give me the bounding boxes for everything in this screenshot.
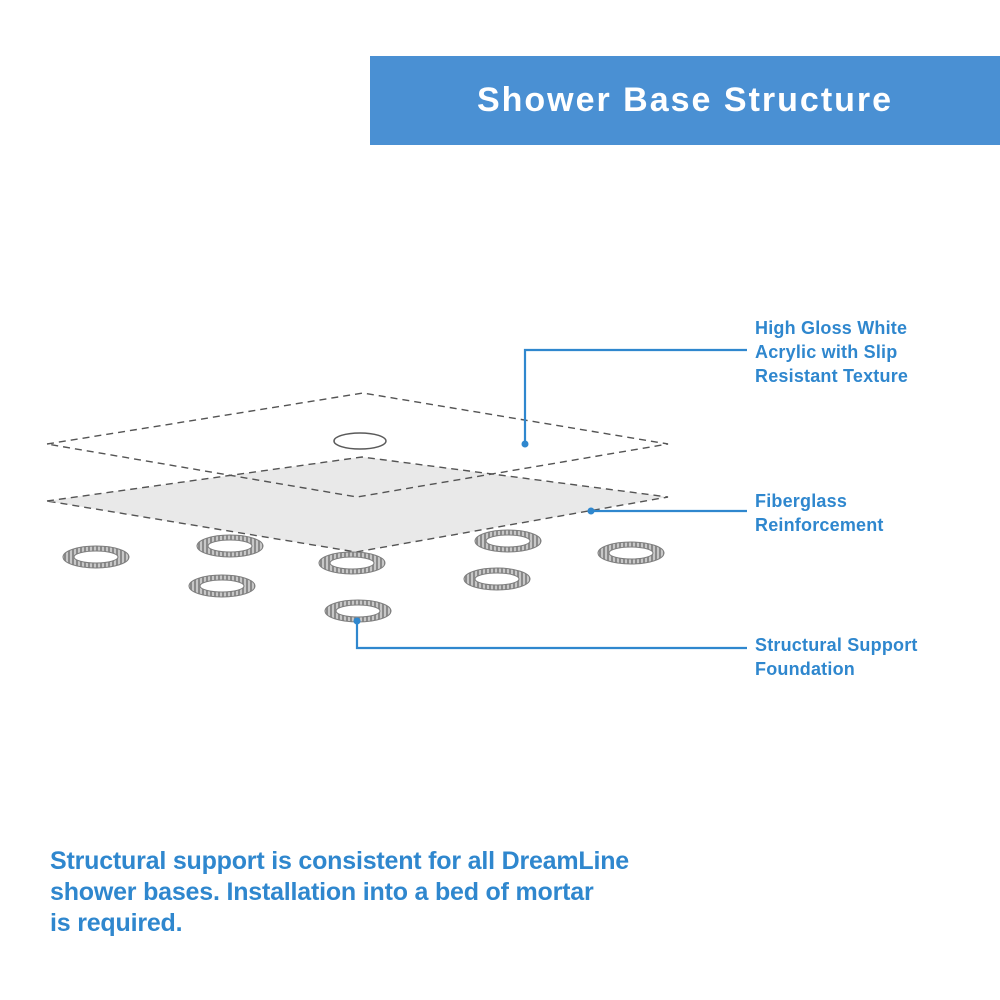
acrylic-layer (46, 392, 669, 498)
footer-line: shower bases. Installation into a bed of… (50, 878, 594, 906)
callout-support: Structural Support Foundation (755, 633, 918, 681)
leader-acrylic (521, 348, 747, 448)
title-banner: Shower Base Structure (370, 56, 1000, 145)
support-ring (474, 529, 542, 553)
leader-support (353, 617, 747, 650)
callout-line: Fiberglass (755, 491, 848, 511)
callout-line: Reinforcement (755, 515, 884, 535)
drain-hole-icon (333, 432, 387, 450)
callout-line: Acrylic with Slip (755, 342, 898, 362)
footer-note: Structural support is consistent for all… (50, 846, 629, 939)
callout-line: High Gloss White (755, 318, 908, 338)
callout-line: Resistant Texture (755, 366, 909, 386)
callout-fiberglass: Fiberglass Reinforcement (755, 489, 884, 537)
support-ring (463, 567, 531, 591)
leader-fiberglass (587, 507, 747, 515)
support-ring (196, 534, 264, 558)
footer-line: is required. (50, 909, 183, 937)
support-ring (62, 545, 130, 569)
callout-acrylic: High Gloss White Acrylic with Slip Resis… (755, 316, 908, 388)
page-title: Shower Base Structure (476, 81, 894, 119)
support-ring (318, 551, 386, 575)
footer-line: Structural support is consistent for all… (50, 847, 630, 875)
support-ring (597, 541, 665, 565)
fiberglass-layer (46, 456, 669, 553)
callout-line: Foundation (755, 659, 855, 679)
support-ring (188, 574, 256, 598)
callout-line: Structural Support (755, 635, 918, 655)
